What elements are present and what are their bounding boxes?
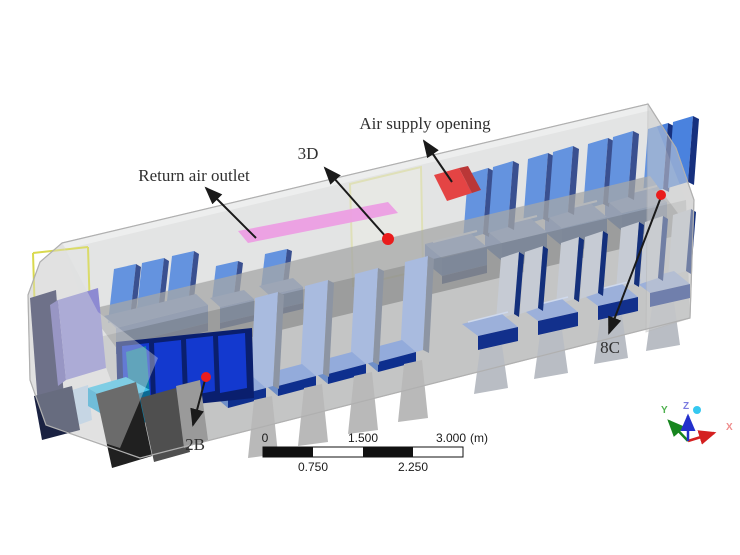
- return-air-outlet-label: Return air outlet: [138, 166, 250, 185]
- scale-bar: 0 1.500 3.000 (m) 0.750 2.250: [262, 431, 488, 474]
- air-supply-opening-label: Air supply opening: [359, 114, 491, 133]
- y-axis-label: Y: [661, 405, 668, 416]
- 2b-marker-dot: [201, 372, 211, 382]
- left-end-seats: [30, 288, 208, 468]
- axis-triad: X Y Z: [661, 401, 733, 445]
- triad-sphere: [693, 406, 701, 414]
- near-single-seat-3: [314, 268, 384, 434]
- 8c-marker-dot: [656, 190, 666, 200]
- near-bench-row-1: [462, 246, 548, 394]
- scale-tick-3000: 3.000: [436, 431, 466, 445]
- 3d-marker-dot: [382, 233, 394, 245]
- annotation-air-supply-opening: Air supply opening: [359, 114, 491, 183]
- x-axis-label: X: [726, 422, 733, 433]
- z-axis-label: Z: [683, 401, 689, 412]
- scale-tick-0: 0: [262, 431, 269, 445]
- scale-unit: (m): [470, 431, 488, 445]
- y-axis-arrow: [667, 419, 689, 442]
- annotation-3d: 3D: [298, 144, 394, 245]
- scale-tick-750: 0.750: [298, 460, 328, 474]
- annotation-return-air-outlet: Return air outlet: [138, 166, 257, 239]
- left-end-glass: [28, 243, 158, 448]
- annotation-8c: 8C: [600, 190, 666, 357]
- x-axis-arrow: [687, 430, 717, 445]
- return-air-outlet-strip: [238, 202, 398, 243]
- 8c-label: 8C: [600, 338, 620, 357]
- scale-tick-1500: 1.500: [348, 431, 378, 445]
- annotation-2b: 2B: [185, 372, 211, 454]
- near-bench-row-2: [522, 231, 608, 379]
- air-supply-opening-patch: [434, 166, 481, 201]
- 2b-label: 2B: [185, 435, 205, 454]
- cabin-outline: [27, 103, 695, 459]
- cabin-floor: [88, 176, 692, 366]
- 3d-label: 3D: [298, 144, 319, 163]
- scale-tick-2250: 2.250: [398, 460, 428, 474]
